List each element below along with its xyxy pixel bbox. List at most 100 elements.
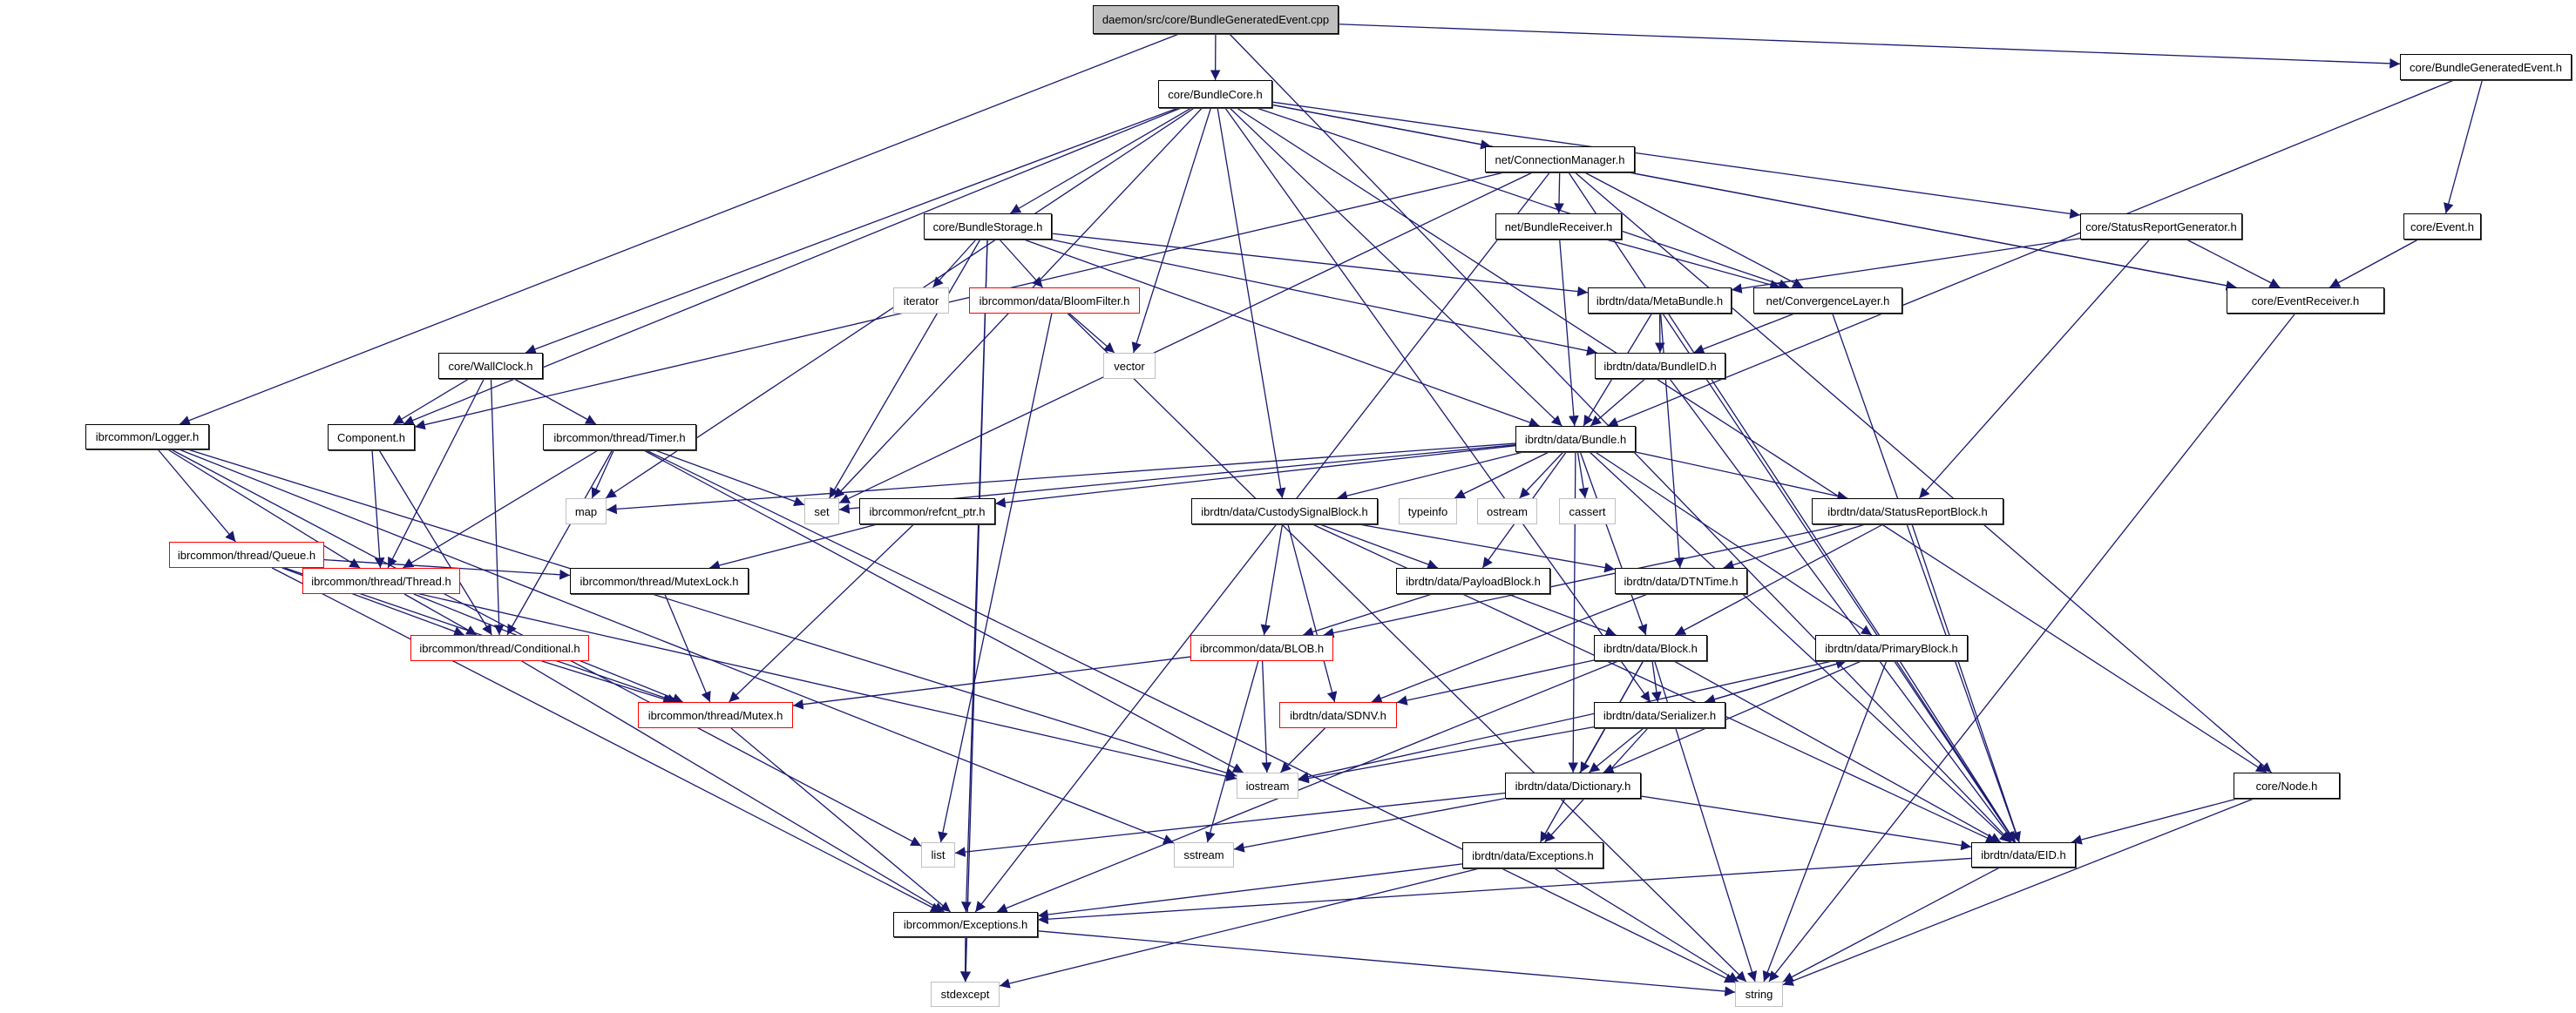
edge-connmgr-to-set [838, 172, 1533, 504]
node-root[interactable]: daemon/src/core/BundleGeneratedEvent.cpp [1093, 5, 1339, 34]
node-label: set [814, 504, 830, 518]
node-bundleid[interactable]: ibrdtn/data/BundleID.h [1595, 353, 1725, 379]
node-eventreceiver[interactable]: core/EventReceiver.h [2227, 287, 2384, 314]
node-label: ibrcommon/thread/Queue.h [177, 548, 316, 562]
node-bundlecore[interactable]: core/BundleCore.h [1158, 80, 1272, 108]
edge-blob-to-mutex [792, 656, 1191, 710]
node-label: ibrdtn/data/BundleID.h [1603, 359, 1717, 373]
node-string[interactable]: string [1735, 982, 1783, 1007]
node-dictionary[interactable]: ibrdtn/data/Dictionary.h [1505, 773, 1641, 799]
node-label: ibrcommon/Exceptions.h [903, 918, 1028, 931]
node-dtntime[interactable]: ibrdtn/data/DTNTime.h [1615, 568, 1747, 594]
node-custody[interactable]: ibrdtn/data/CustodySignalBlock.h [1191, 498, 1378, 524]
node-label: iostream [1245, 779, 1290, 793]
node-block[interactable]: ibrdtn/data/Block.h [1594, 635, 1707, 661]
edge-connmgr-to-cexceptions [974, 172, 1550, 913]
node-dexceptions[interactable]: ibrdtn/data/Exceptions.h [1462, 842, 1603, 868]
edge-logger-to-queue [157, 449, 236, 543]
node-mutex[interactable]: ibrcommon/thread/Mutex.h [638, 702, 793, 728]
node-vector[interactable]: vector [1103, 353, 1156, 379]
node-stdexcept[interactable]: stdexcept [931, 982, 1000, 1007]
node-label: ibrcommon/thread/Thread.h [311, 574, 451, 588]
node-blob[interactable]: ibrcommon/data/BLOB.h [1190, 635, 1333, 661]
node-conditional[interactable]: ibrcommon/thread/Conditional.h [410, 635, 589, 661]
edge-srblock-to-dtntime [1723, 523, 1866, 571]
node-iostream[interactable]: iostream [1237, 773, 1298, 799]
edge-bundle-to-map [606, 442, 1516, 515]
edge-bundlestorage-to-metabundle [1051, 233, 1589, 297]
edge-queue-to-mutexlock [323, 558, 571, 580]
node-serializer[interactable]: ibrdtn/data/Serializer.h [1594, 702, 1725, 728]
edge-metabundle-to-dtntime [1659, 313, 1685, 569]
node-typeinfo[interactable]: typeinfo [1399, 498, 1457, 524]
node-bundle[interactable]: ibrdtn/data/Bundle.h [1515, 426, 1636, 452]
edge-convlayer-to-bundleid [1693, 313, 1795, 355]
node-label: core/BundleStorage.h [932, 219, 1043, 233]
node-eid[interactable]: ibrdtn/data/EID.h [1971, 842, 2076, 868]
edge-bundle-to-custody [1337, 451, 1523, 501]
node-wallclock[interactable]: core/WallClock.h [438, 353, 543, 379]
node-metabundle[interactable]: ibrdtn/data/MetaBundle.h [1588, 287, 1732, 314]
edge-bundle-to-cassert [1576, 451, 1589, 499]
node-sdnv[interactable]: ibrdtn/data/SDNV.h [1279, 702, 1397, 728]
node-logger[interactable]: ibrcommon/Logger.h [85, 424, 209, 449]
node-srgen[interactable]: core/StatusReportGenerator.h [2080, 213, 2242, 240]
edge-bundlecore-to-bundle [1229, 107, 1563, 427]
node-label: ibrcommon/thread/Timer.h [553, 430, 686, 444]
node-payload[interactable]: ibrdtn/data/PayloadBlock.h [1396, 568, 1550, 594]
node-refcnt[interactable]: ibrcommon/refcnt_ptr.h [859, 498, 995, 524]
edge-root-to-bge [1338, 24, 2401, 69]
node-bundlestorage[interactable]: core/BundleStorage.h [924, 213, 1052, 240]
node-event[interactable]: core/Event.h [2403, 213, 2481, 240]
node-cexceptions[interactable]: ibrcommon/Exceptions.h [893, 912, 1038, 937]
edge-sdnv-to-iostream [1280, 727, 1325, 773]
edge-serializer-to-iostream [1298, 726, 1595, 784]
node-label: ibrdtn/data/Exceptions.h [1472, 848, 1594, 862]
edge-srgen-to-eventreceiver [2186, 239, 2281, 288]
edge-srblock-to-eid [1911, 523, 2021, 843]
node-component[interactable]: Component.h [328, 424, 415, 450]
edge-block-to-serializer [1651, 660, 1662, 703]
edge-event-to-eventreceiver [2329, 239, 2419, 288]
node-timer[interactable]: ibrcommon/thread/Timer.h [543, 424, 696, 450]
edge-bundlestorage-to-bundle [1023, 239, 1540, 428]
node-label: core/EventReceiver.h [2251, 294, 2360, 307]
node-set[interactable]: set [804, 498, 839, 524]
edge-block-to-eid [1673, 660, 2002, 843]
node-list[interactable]: list [921, 842, 955, 868]
node-label: net/BundleReceiver.h [1504, 219, 1613, 233]
node-sstream[interactable]: sstream [1174, 842, 1234, 868]
node-label: ibrdtn/data/MetaBundle.h [1596, 294, 1724, 307]
node-srblock[interactable]: ibrdtn/data/StatusReportBlock.h [1812, 498, 2003, 524]
node-label: ibrdtn/data/SDNV.h [1290, 708, 1386, 722]
edge-bloomfilter-to-vector [1068, 313, 1115, 354]
node-ostream[interactable]: ostream [1477, 498, 1537, 524]
node-map[interactable]: map [566, 498, 607, 524]
edge-custody-to-dtntime [1359, 523, 1616, 573]
node-convlayer[interactable]: net/ConvergenceLayer.h [1753, 287, 1902, 314]
node-iterator[interactable]: iterator [893, 287, 949, 314]
node-bloomfilter[interactable]: ibrcommon/data/BloomFilter.h [969, 287, 1140, 314]
node-label: list [931, 848, 946, 861]
edge-node-to-string [1782, 798, 2254, 986]
node-label: ibrcommon/thread/Mutex.h [647, 708, 783, 722]
node-queue[interactable]: ibrcommon/thread/Queue.h [169, 542, 324, 568]
node-label: ibrcommon/data/BLOB.h [1199, 641, 1325, 655]
edge-connmgr-to-bundlereceiver [1554, 172, 1564, 214]
edge-dexceptions-to-stdexcept [999, 868, 1480, 989]
node-bundlereceiver[interactable]: net/BundleReceiver.h [1495, 213, 1622, 240]
edge-dtntime-to-sdnv [1371, 593, 1648, 704]
node-mutexlock[interactable]: ibrcommon/thread/MutexLock.h [570, 568, 749, 594]
node-thread[interactable]: ibrcommon/thread/Thread.h [302, 568, 460, 594]
edge-logger-to-iostream [187, 449, 1237, 779]
edge-connmgr-to-convlayer [1584, 172, 1804, 288]
node-label: ibrdtn/data/Block.h [1603, 641, 1698, 655]
node-node[interactable]: core/Node.h [2234, 773, 2340, 799]
node-connmgr[interactable]: net/ConnectionManager.h [1485, 146, 1635, 172]
node-primary[interactable]: ibrdtn/data/PrimaryBlock.h [1815, 635, 1968, 661]
edge-block-to-dexceptions [1539, 660, 1644, 843]
edge-eid-to-string [1782, 867, 2000, 983]
node-cassert[interactable]: cassert [1559, 498, 1616, 524]
node-label: ibrcommon/refcnt_ptr.h [869, 504, 986, 518]
node-bge[interactable]: core/BundleGeneratedEvent.h [2400, 54, 2572, 80]
